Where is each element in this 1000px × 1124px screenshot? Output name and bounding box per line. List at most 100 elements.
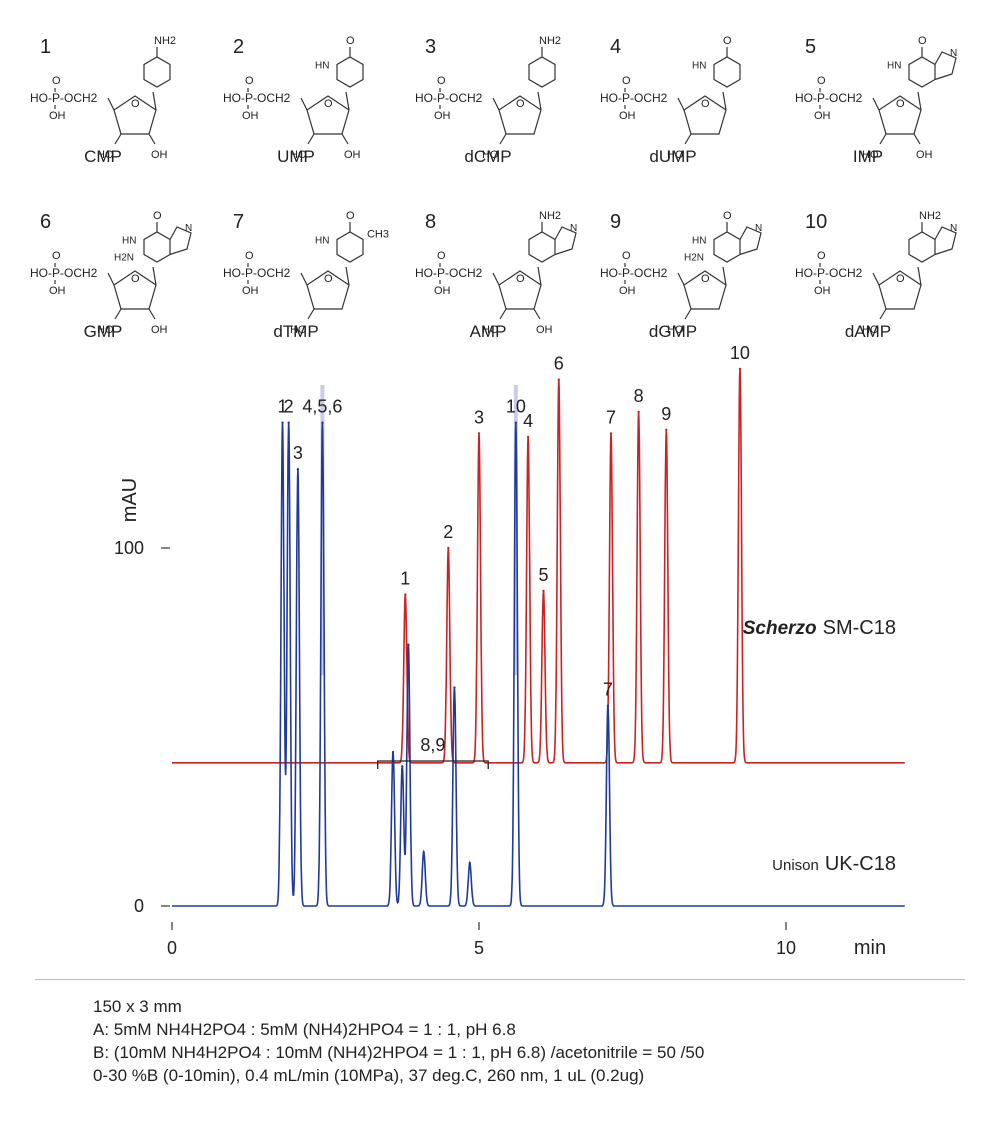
hydroxyl-label: OH [916, 149, 933, 161]
sugar-ring [683, 270, 727, 310]
condition-gradient: 0-30 %B (0-10min), 0.4 mL/min (10MPa), 3… [93, 1066, 645, 1085]
ring-nitrogen-label: N [950, 223, 957, 234]
base-ring [713, 231, 741, 263]
group-bracket [377, 760, 489, 769]
ring-oxygen-label: O [324, 98, 333, 110]
hydroxyl-bond [148, 308, 156, 320]
phosphate-oh-label: OH [242, 285, 259, 297]
phosphate-oxo-label: O [52, 250, 61, 262]
y-tick-label: 0 [134, 896, 144, 916]
ring-oxygen-label: O [131, 273, 140, 285]
ring-oxygen-label: O [701, 273, 710, 285]
peak-label: 3 [293, 443, 303, 463]
phosphate-oxo-label: O [437, 75, 446, 87]
compound-name: AMP [470, 322, 507, 341]
sugar-ring [498, 270, 542, 310]
amino-label: H2N [684, 253, 704, 264]
ch2-bond [107, 97, 115, 111]
peak-point [404, 593, 407, 596]
ch2-bond [492, 272, 500, 286]
peak-point [738, 367, 742, 371]
hydroxyl-label: HO [290, 324, 307, 336]
peak-point [447, 546, 450, 550]
residual-track [320, 385, 325, 675]
compound-name: UMP [277, 147, 315, 166]
sugar-ring [878, 95, 922, 135]
base-ring [336, 56, 364, 88]
condition-solvent-a: A: 5mM NH4H2PO4 : 5mM (NH4)2HPO4 = 1 : 1… [93, 1020, 516, 1039]
ring-nitrogen-label: N [950, 48, 957, 59]
peak-label: 4,5,6 [302, 397, 342, 417]
phosphate-oxo-label: O [817, 75, 826, 87]
base-ring [528, 231, 556, 263]
base-ring [336, 231, 364, 263]
hydroxyl-bond [114, 133, 122, 145]
hydroxyl-label: OH [344, 149, 361, 161]
hydroxyl-bond [533, 308, 541, 320]
glycosidic-bond [537, 91, 542, 111]
ch2-bond [300, 97, 308, 111]
compound-number: 6 [40, 211, 51, 233]
amine-label: NH2 [919, 210, 941, 222]
ch2-bond [492, 97, 500, 111]
peak-label: 1 [278, 397, 288, 417]
peak-point [606, 704, 610, 707]
hydroxyl-label: HO [482, 149, 499, 161]
sugar-ring [306, 270, 350, 310]
phosphate-oh-label: OH [814, 285, 831, 297]
carbonyl-label: O [346, 210, 355, 222]
phosphate-oxo-label: O [245, 75, 254, 87]
ring-oxygen-label: O [896, 98, 905, 110]
series-model: SM-C18 [823, 617, 896, 639]
phosphate-oxo-label: O [52, 75, 61, 87]
sugar-ring [878, 270, 922, 310]
peak-label: 7 [603, 680, 613, 700]
peak-label: 4 [523, 411, 533, 431]
imide-label: HN [692, 236, 706, 247]
phosphate-oh-label: OH [619, 285, 636, 297]
imide-label: HN [315, 236, 329, 247]
ring-oxygen-label: O [324, 273, 333, 285]
imidazole-ring [739, 226, 762, 256]
amine-label: NH2 [539, 35, 561, 47]
group-bracket-label: 8,9 [420, 735, 445, 755]
phosphate-oh-label: OH [242, 110, 259, 122]
peak-point [287, 421, 290, 424]
imide-label: HN [315, 61, 329, 72]
hydroxyl-bond [307, 133, 315, 145]
compound-number: 2 [233, 36, 244, 58]
ch2-bond [872, 272, 880, 286]
hydroxyl-label: HO [667, 324, 684, 336]
peak-point [453, 686, 456, 689]
condition-solvent-b: B: (10mM NH4H2PO4 : 10mM (NH4)2HPO4 = 1 … [93, 1043, 705, 1062]
hydroxyl-bond [341, 133, 349, 145]
hydroxyl-label: OH [151, 324, 168, 336]
peak-point [526, 435, 530, 439]
phosphate-label: HO-P-OCH2 [30, 266, 98, 280]
x-tick-label: 10 [776, 938, 796, 958]
carbonyl-label: O [723, 210, 732, 222]
hydroxyl-label: HO [482, 324, 499, 336]
compound-number: 1 [40, 36, 51, 58]
phosphate-oh-label: OH [434, 285, 451, 297]
x-axis-label: min [854, 937, 886, 959]
imide-label: HN [887, 61, 901, 72]
peak-label: 7 [606, 407, 616, 427]
ring-oxygen-label: O [896, 273, 905, 285]
hydroxyl-bond [684, 133, 692, 145]
peak-label: 2 [284, 397, 294, 417]
phosphate-oxo-label: O [817, 250, 826, 262]
carbonyl-label: O [918, 35, 927, 47]
trace-line [172, 368, 905, 764]
ring-nitrogen-label: N [755, 223, 762, 234]
